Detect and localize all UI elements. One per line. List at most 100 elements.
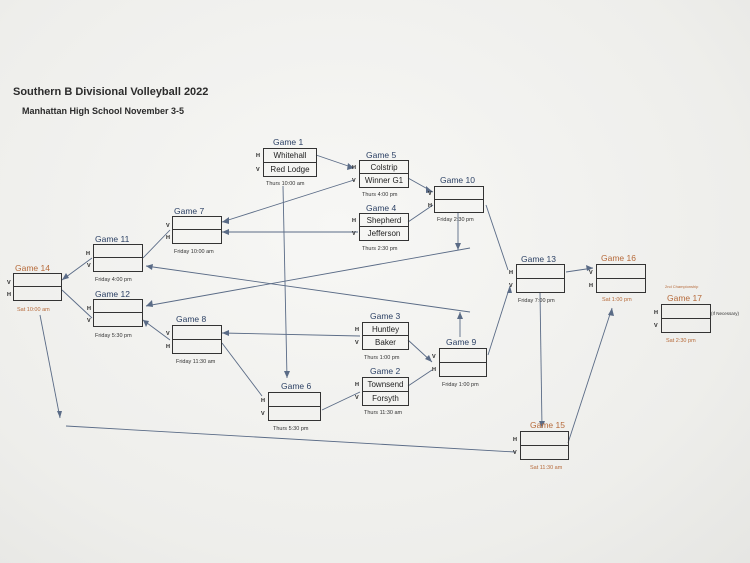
game-15-bottom-slot: [521, 446, 568, 460]
game-13-top-marker: H: [509, 270, 513, 276]
game-16-top-slot: [597, 265, 645, 279]
game-11-top-marker: H: [86, 251, 90, 257]
game-4-label: Game 4: [366, 203, 397, 213]
game-6-box: [268, 392, 321, 421]
game-2-label: Game 2: [370, 366, 401, 376]
connector-line: [142, 229, 171, 259]
game-9-box: [439, 348, 487, 377]
game-1-home-team: Whitehall: [264, 149, 316, 163]
game-17-bottom-marker: V: [654, 323, 658, 329]
game-11-label: Game 11: [95, 234, 130, 244]
game-4-time: Thurs 2:30 pm: [362, 246, 398, 252]
game-1-home-marker: H: [256, 153, 260, 159]
game-16-bottom-marker: H: [589, 283, 593, 289]
game-2-time: Thurs 11:30 am: [364, 410, 403, 416]
game-16-bottom-slot: [597, 279, 645, 293]
game-1-visitor-team: Red Lodge: [270, 164, 310, 174]
game-3-home-team: Huntley: [363, 323, 408, 336]
game-17-note: (If Necessary): [711, 311, 740, 316]
game-5-visitor-marker: V: [352, 178, 356, 184]
connector-line: [145, 265, 471, 313]
game-5-home-marker: H: [352, 165, 356, 171]
game-17-top-marker: H: [654, 310, 658, 316]
game-10-top-slot: [435, 187, 483, 200]
game-14-top-slot: [14, 274, 61, 287]
game-10-bottom-marker: H: [428, 203, 432, 209]
game-9-bottom-marker: H: [432, 367, 436, 373]
connector-line: [485, 204, 509, 271]
game-8-bottom-slot: [173, 340, 221, 354]
connector-line: [487, 285, 511, 356]
game-8-box: [172, 325, 222, 354]
game-14-label: Game 14: [15, 263, 50, 273]
game-15-top-marker: H: [513, 437, 517, 443]
connector-line: [407, 204, 434, 223]
game-11-time: Friday 4:00 pm: [95, 277, 132, 283]
game-14-time: Sat 10:00 am: [17, 307, 50, 313]
game-1-label: Game 1: [273, 137, 304, 147]
game-8-bottom-marker: H: [166, 344, 170, 350]
game-10-time: Friday 2:30 pm: [437, 217, 474, 223]
game-12-label: Game 12: [95, 289, 130, 299]
game-3-visitor-team: Baker: [375, 338, 396, 347]
game-6-top-slot: [269, 393, 320, 407]
game-16-label: Game 16: [601, 253, 636, 263]
game-14-box: [13, 273, 62, 301]
game-1-box: Whitehall Red Lodge: [263, 148, 317, 177]
game-17-box: [661, 304, 711, 333]
game-16-top-marker: V: [589, 270, 593, 276]
game-6-label: Game 6: [281, 381, 312, 391]
game-5-visitor-team: Winner G1: [364, 176, 404, 185]
game-9-top-marker: V: [432, 354, 436, 360]
connector-line: [221, 179, 355, 223]
game-17-bottom-slot: [662, 319, 710, 333]
connector-line: [539, 291, 543, 429]
game-17-top-slot: [662, 305, 710, 319]
game-12-bottom-marker: V: [87, 318, 91, 324]
game-3-home-marker: H: [355, 327, 359, 333]
game-6-time: Thurs 5:30 pm: [273, 426, 309, 432]
game-13-time: Friday 7:00 pm: [518, 298, 555, 304]
game-17-label: Game 17: [667, 293, 702, 303]
game-7-top-marker: V: [166, 223, 170, 229]
game-4-visitor-marker: V: [352, 231, 356, 237]
game-14-bottom-marker: H: [7, 292, 11, 298]
game-12-box: [93, 299, 143, 327]
game-9-label: Game 9: [446, 337, 477, 347]
game-11-box: [93, 244, 143, 272]
game-5-box: Colstrip Winner G1: [359, 160, 409, 188]
connector-line: [567, 307, 613, 444]
page-title: Southern B Divisional Volleyball 2022: [13, 86, 209, 98]
game-15-time: Sat 11:30 am: [530, 465, 563, 471]
game-13-top-slot: [517, 265, 564, 279]
game-14-bottom-slot: [14, 287, 61, 300]
game-11-bottom-marker: V: [87, 263, 91, 269]
game-13-label: Game 13: [521, 254, 556, 264]
game-10-label: Game 10: [440, 175, 475, 185]
connector-line: [221, 332, 361, 337]
connector-line: [61, 289, 93, 319]
game-3-time: Thurs 1:00 pm: [364, 355, 400, 361]
game-16-time: Sat 1:00 pm: [602, 297, 632, 303]
game-4-visitor-team: Jefferson: [367, 229, 401, 238]
game-6-top-marker: H: [261, 398, 265, 404]
connector-line: [221, 342, 263, 397]
game-6-bottom-marker: V: [261, 411, 265, 417]
game-10-bottom-slot: [435, 200, 483, 213]
game-2-box: Townsend Forsyth: [362, 377, 409, 406]
game-6-bottom-slot: [269, 407, 320, 421]
game-2-visitor-team: Forsyth: [372, 393, 399, 403]
game-13-bottom-slot: [517, 279, 564, 293]
game-7-bottom-marker: H: [166, 235, 170, 241]
game-11-bottom-slot: [94, 258, 142, 271]
game-4-box: Shepherd Jefferson: [359, 213, 409, 241]
game-15-label: Game 15: [530, 420, 565, 430]
game-16-box: [596, 264, 646, 293]
game-10-box: [434, 186, 484, 213]
game-15-bottom-marker: V: [513, 450, 517, 456]
connector-line: [39, 314, 61, 419]
game-9-time: Friday 1:00 pm: [442, 382, 479, 388]
game-12-time: Friday 5:30 pm: [95, 333, 132, 339]
game-2-home-marker: H: [355, 382, 359, 388]
